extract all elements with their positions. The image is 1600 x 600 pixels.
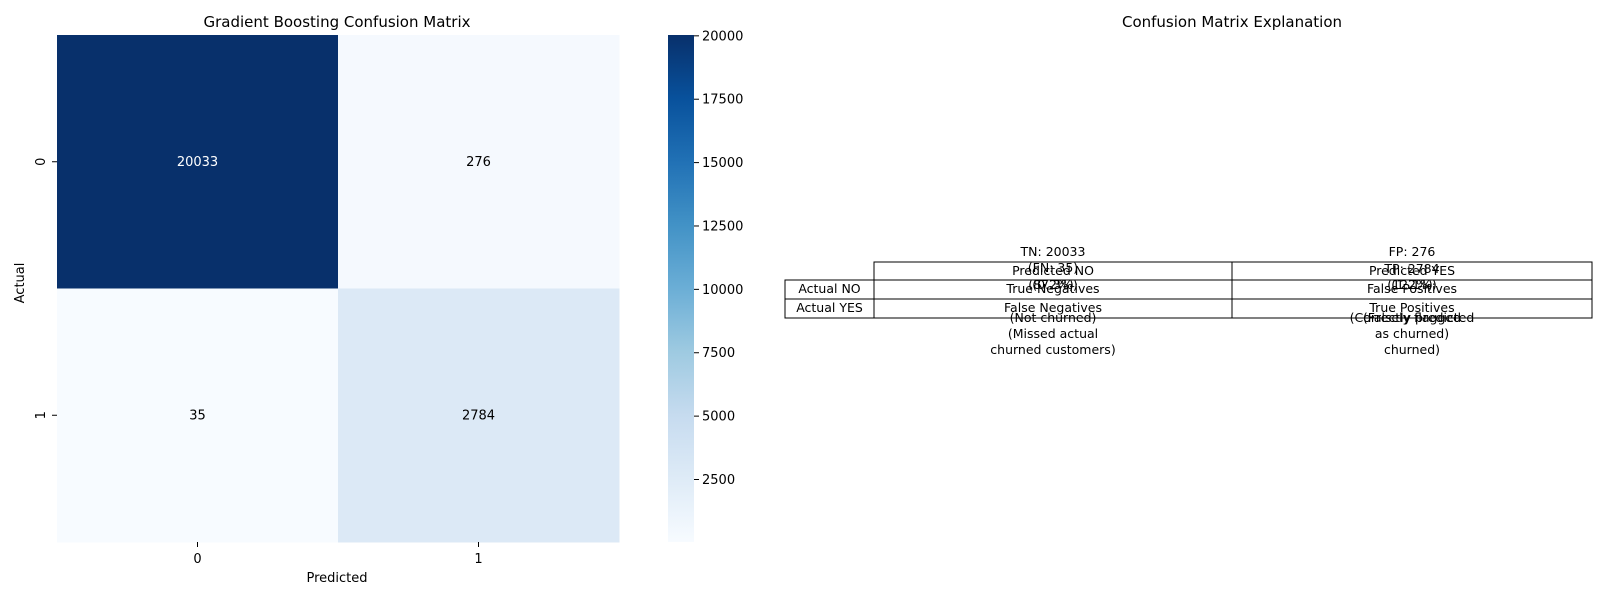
- table-overlay-line: as churned): [1375, 326, 1449, 341]
- table-overlay-line: TN: 20033: [1020, 244, 1086, 259]
- table-overlay-line: (FN: 35): [1028, 260, 1078, 275]
- table-overlay-line: (Missed actual: [1008, 326, 1098, 341]
- heatmap-title: Gradient Boosting Confusion Matrix: [204, 13, 471, 31]
- heatmap-y-ticks: 01: [34, 158, 57, 419]
- y-axis-label: Actual: [13, 263, 28, 304]
- table-col-header: Predicted NO: [1012, 263, 1094, 278]
- x-tick-label: 0: [193, 552, 201, 567]
- colorbar-tick-label: 7500: [702, 346, 735, 361]
- heatmap-cell-label-1-0: 35: [189, 408, 206, 423]
- explanation-table: Predicted NO Predicted YES Actual NO True N…: [784, 261, 1593, 319]
- table-overlay-line: (87.3%): [1028, 277, 1077, 292]
- colorbar: [668, 35, 694, 542]
- table-overlay-text: TN: 20033 (87.3%) (FN: 35) (0.2%) (Not churn…: [990, 244, 1474, 357]
- table-overlay-line: (12.1%): [1387, 277, 1436, 292]
- table-cell-text: False Negatives: [1004, 300, 1102, 315]
- table-cell-text: True Positives: [1368, 300, 1454, 315]
- heatmap-cell-1-1: [338, 288, 620, 543]
- table-overlay-line: churned): [1384, 342, 1440, 357]
- heatmap-cell-label-1-1: 2784: [462, 408, 495, 423]
- heatmap-cells: 20033 276 35 2784: [57, 35, 620, 543]
- table-cell-text: False Positives: [1367, 281, 1457, 296]
- table-row-header: Actual NO: [798, 281, 860, 296]
- table-overlay-line: (Falsely flagged: [1363, 310, 1461, 325]
- colorbar-ticks: 2500 5000 7500 10000 12500 15000 17500 20000: [694, 29, 743, 488]
- heatmap-cell-1-0: [57, 288, 339, 543]
- y-tick-label: 1: [34, 411, 49, 419]
- heatmap-cell-0-0: [57, 35, 339, 289]
- table-overlay-line: (0.2%): [1032, 277, 1074, 292]
- table-overlay-line: (Not churned): [1010, 310, 1097, 325]
- colorbar-tick-label: 15000: [702, 156, 743, 171]
- table-overlay-line: churned customers): [990, 342, 1115, 357]
- table-overlay-line: (Correctly predicted: [1350, 310, 1475, 325]
- table-overlay-line: TP: 2784: [1383, 261, 1439, 276]
- table-col-header: Predicted YES: [1369, 263, 1455, 278]
- table-overlay-line: FP: 276: [1389, 244, 1436, 259]
- table-title: Confusion Matrix Explanation: [1122, 13, 1342, 31]
- table-row-header: Actual YES: [796, 300, 863, 315]
- y-tick-label: 0: [34, 158, 49, 166]
- colorbar-tick-label: 2500: [702, 473, 735, 488]
- table-cell-text: True Negatives: [1005, 281, 1099, 296]
- x-tick-label: 1: [474, 552, 482, 567]
- x-axis-label: Predicted: [306, 571, 367, 586]
- colorbar-tick-label: 5000: [702, 410, 735, 425]
- colorbar-tick-label: 20000: [702, 29, 743, 44]
- heatmap-cell-label-0-0: 20033: [177, 155, 218, 170]
- table-overlay-line: (1.2%): [1391, 277, 1433, 292]
- table-cell: [1231, 298, 1593, 319]
- heatmap-cell-0-1: [338, 35, 620, 289]
- heatmap-cell-label-0-1: 276: [466, 155, 491, 170]
- colorbar-tick-label: 17500: [702, 93, 743, 108]
- colorbar-tick-label: 12500: [702, 219, 743, 234]
- colorbar-tick-label: 10000: [702, 283, 743, 298]
